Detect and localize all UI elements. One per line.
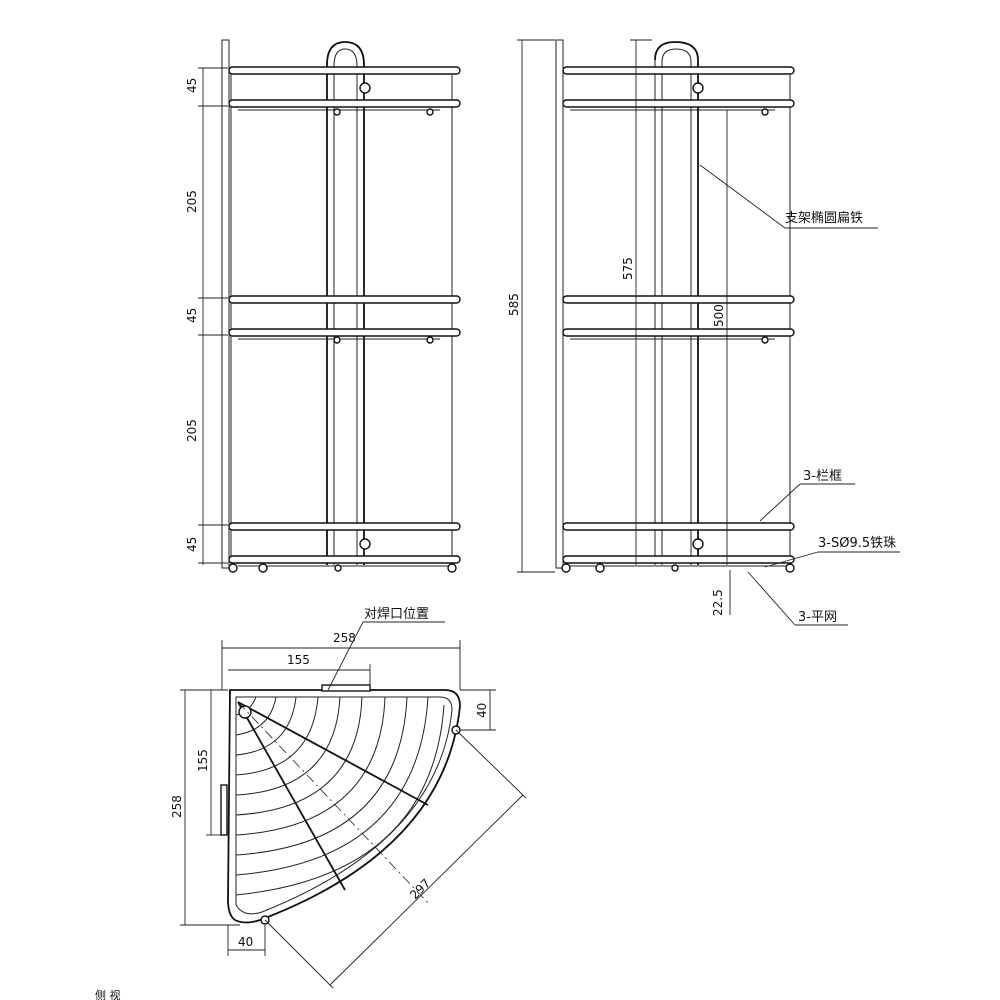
side-view: 585 575 500 22.5 支架椭圆扁铁 3-栏框 3-SØ9.5铁珠 3… [507, 39, 900, 626]
front-shelf-1-bead [359, 82, 371, 94]
front-shelf-3-top-rail [228, 522, 461, 531]
front-dim-205-upper: 205 [185, 190, 199, 213]
front-shelf-3-bottom-rail [228, 555, 461, 564]
front-shelf-1-foot [333, 108, 341, 116]
side-shelf-1 [562, 66, 795, 116]
plan-centerline [237, 701, 431, 906]
front-dim-45-top: 45 [185, 78, 199, 93]
side-dimensions: 585 575 500 22.5 [507, 39, 731, 616]
plan-dimensions: 258 155 258 155 40 40 297 [170, 631, 527, 989]
front-dim-205-lower: 205 [185, 419, 199, 442]
plan-view: 258 155 258 155 40 40 297 [170, 606, 527, 989]
plan-dim-40-right: 40 [475, 703, 489, 718]
front-shelf-2-foot-2 [426, 336, 434, 344]
plan-wall-bar [220, 784, 228, 836]
label-iron-bead: 3-SØ9.5铁珠 [818, 536, 896, 551]
plan-outer-frame [227, 689, 461, 924]
front-shelf-2-top-rail [228, 295, 461, 304]
side-dim-500: 500 [712, 304, 726, 327]
label-rail-frame: 3-栏框 [803, 469, 842, 484]
side-bracket [654, 41, 699, 565]
front-shelf-2-bottom-rail [228, 328, 461, 337]
front-view: 45 205 45 205 45 [185, 39, 461, 573]
plan-mesh-arcs [235, 696, 445, 896]
front-shelf-1-top-rail [228, 66, 461, 75]
front-shelf-2 [228, 295, 461, 344]
plan-dim-258-top: 258 [333, 631, 356, 645]
side-wall-plate [555, 39, 564, 569]
front-foot-1 [228, 563, 238, 573]
plan-radial-rod-1 [237, 701, 346, 891]
side-dim-575: 575 [621, 257, 635, 280]
plan-dim-297: 297 [407, 876, 433, 902]
side-shelf-1-bead [692, 82, 704, 94]
side-dim-585: 585 [507, 293, 521, 316]
plan-dim-40-bottom: 40 [238, 935, 253, 949]
side-shelf-3-bead [692, 538, 704, 550]
side-leaders: 支架椭圆扁铁 3-栏框 3-SØ9.5铁珠 3-平网 [699, 164, 900, 626]
label-flat-mesh: 3-平网 [798, 610, 837, 625]
front-shelf-3 [228, 522, 461, 573]
plan-radial-rod-2 [237, 701, 429, 806]
front-shelf-1-bottom-rail [228, 99, 461, 108]
plan-corner-bead [238, 705, 252, 719]
side-bracket-inner [661, 48, 692, 565]
front-foot-4 [447, 563, 457, 573]
label-bracket-flat-oval: 支架椭圆扁铁 [785, 210, 863, 226]
front-bracket-inner [333, 48, 358, 565]
plan-dim-258-side: 258 [170, 795, 184, 818]
front-shelf-2-foot [333, 336, 341, 344]
front-dim-45-bottom: 45 [185, 537, 199, 552]
view-caption: 侧 视 [95, 988, 121, 1000]
front-bracket [326, 41, 365, 565]
front-shelf-3-bead [359, 538, 371, 550]
front-shelf-1-foot-2 [426, 108, 434, 116]
front-dimension-chain: 45 205 45 205 45 [185, 67, 228, 565]
front-shelf-1 [228, 66, 461, 116]
front-foot-2 [258, 563, 268, 573]
plan-dim-155-side: 155 [196, 749, 210, 772]
side-shelf-3 [561, 522, 795, 573]
side-shelf-2 [562, 295, 795, 344]
side-dim-22-5: 22.5 [711, 589, 725, 616]
front-wall-plate [221, 39, 230, 569]
front-foot-3 [334, 564, 342, 572]
label-weld-position: 对焊口位置 [364, 606, 429, 622]
front-dim-45-middle: 45 [185, 308, 199, 323]
plan-dim-155-top: 155 [287, 653, 310, 667]
